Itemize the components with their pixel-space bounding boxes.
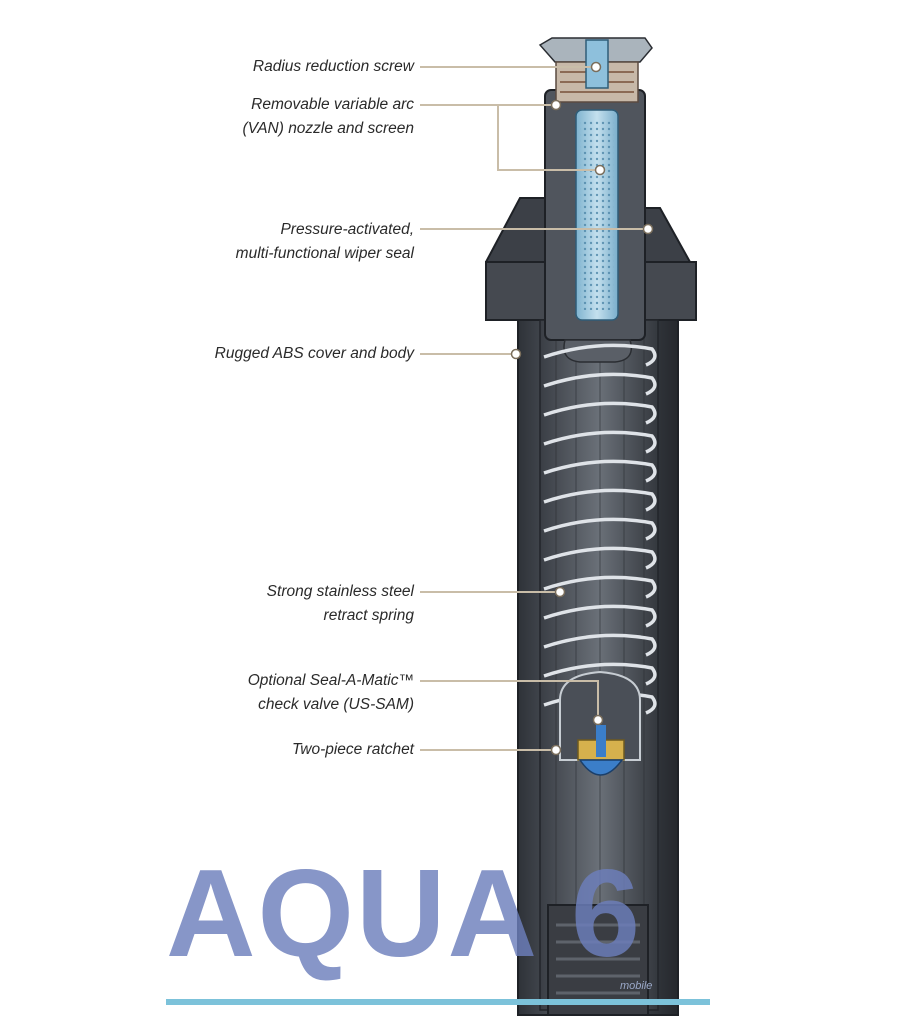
callout-wiper-seal: Pressure-activated, multi-functional wip… [236,218,414,266]
callout-check-valve: Optional Seal-A-Matic™ check valve (US-S… [248,669,414,717]
callout-leader-lines [420,66,648,751]
spring-coil [543,372,657,396]
spring-coil [543,633,657,657]
callout-line: (VAN) nozzle and screen [242,120,414,137]
callout-retract-spring: Strong stainless steel retract spring [267,580,414,628]
leader-van-nozzle [420,104,600,171]
watermark-logo: AQUA 6 [166,845,642,983]
spring-coil [543,430,657,454]
spring-coil [543,546,657,570]
spring-coil [543,343,657,367]
callout-line: multi-functional wiper seal [235,245,414,262]
callout-line: check valve (US-SAM) [258,696,414,713]
spring-coil [543,575,657,599]
callout-abs-body: Rugged ABS cover and body [215,342,414,366]
van-nozzle-assembly [538,37,653,103]
callout-line: Strong stainless steel [266,583,414,600]
callout-line: Radius reduction screw [252,58,414,75]
spring-coil [543,459,657,483]
callout-line: Rugged ABS cover and body [214,345,414,362]
watermark-subtext: mobile [620,980,653,992]
filter-screen [575,109,619,321]
callout-line: retract spring [323,607,414,624]
callout-line: Removable variable arc [251,96,414,113]
spring-coil [543,488,657,512]
callout-van-nozzle: Removable variable arc (VAN) nozzle and … [243,93,414,141]
callout-radius-reduction-screw: Radius reduction screw [253,55,414,79]
callout-ratchet: Two-piece ratchet [292,738,414,762]
spring-coil [543,662,657,686]
callout-line: Optional Seal-A-Matic™ [247,672,414,689]
callout-markers [510,61,654,756]
spring-coil [543,401,657,425]
accent-bar [166,999,710,1005]
callout-line: Pressure-activated, [280,221,414,238]
retract-spring [543,343,657,715]
spring-coil [543,604,657,628]
leader-check-valve [420,680,599,720]
spring-coil [543,517,657,541]
callout-line: Two-piece ratchet [291,741,414,758]
